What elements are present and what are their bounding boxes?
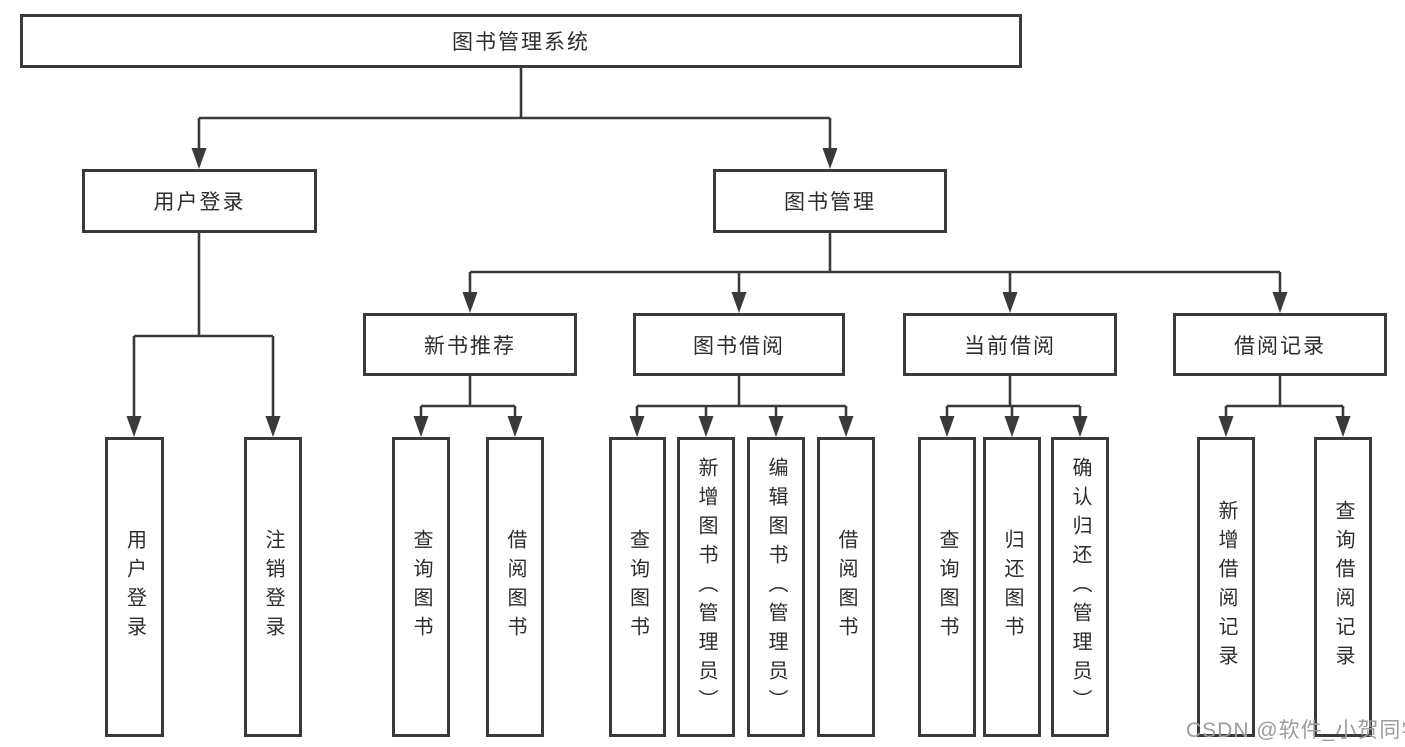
- arrowhead: [1272, 292, 1288, 313]
- leaf-return-books: 归还图书: [983, 437, 1041, 737]
- arrowhead: [731, 292, 747, 313]
- arrowhead: [698, 416, 714, 437]
- node-book-management: 图书管理: [713, 169, 947, 233]
- node-root: 图书管理系统: [20, 14, 1022, 68]
- arrowhead: [126, 416, 142, 437]
- node-borrow-records: 借阅记录: [1173, 313, 1387, 376]
- node-new-book-recommend: 新书推荐: [363, 313, 577, 376]
- leaf-add-borrow-record: 新增借阅记录: [1197, 437, 1255, 737]
- csdn-watermark: CSDN @软件_小贺同学: [1186, 719, 1405, 742]
- arrowhead: [768, 416, 784, 437]
- arrowhead: [265, 416, 281, 437]
- leaf-logout: 注销登录: [244, 437, 302, 737]
- arrowhead: [1218, 416, 1234, 437]
- leaf-query-books-borrow: 查询图书: [609, 437, 666, 737]
- leaf-add-books-admin: 新增图书（管理员）: [677, 437, 735, 737]
- node-current-borrow: 当前借阅: [903, 313, 1117, 376]
- arrowhead: [1335, 416, 1351, 437]
- leaf-query-books-recommend: 查询图书: [392, 437, 450, 737]
- leaf-confirm-return-admin: 确认归还（管理员）: [1051, 437, 1109, 737]
- leaf-borrow-books-recommend: 借阅图书: [486, 437, 544, 737]
- arrowhead: [191, 148, 207, 169]
- arrowhead: [462, 292, 478, 313]
- arrowhead: [939, 416, 955, 437]
- arrowhead: [1002, 292, 1018, 313]
- arrowhead: [1072, 416, 1088, 437]
- arrowhead: [507, 416, 523, 437]
- leaf-user-login: 用户登录: [105, 437, 164, 737]
- leaf-query-books-current: 查询图书: [918, 437, 976, 737]
- arrowhead: [822, 148, 838, 169]
- arrowhead: [413, 416, 429, 437]
- arrowhead: [1004, 416, 1020, 437]
- leaf-edit-books-admin: 编辑图书（管理员）: [747, 437, 805, 737]
- node-user-login: 用户登录: [82, 169, 317, 233]
- leaf-query-borrow-record: 查询借阅记录: [1314, 437, 1372, 737]
- arrowhead: [838, 416, 854, 437]
- arrowhead: [629, 416, 645, 437]
- leaf-borrow-books: 借阅图书: [817, 437, 875, 737]
- node-book-borrow: 图书借阅: [633, 313, 845, 376]
